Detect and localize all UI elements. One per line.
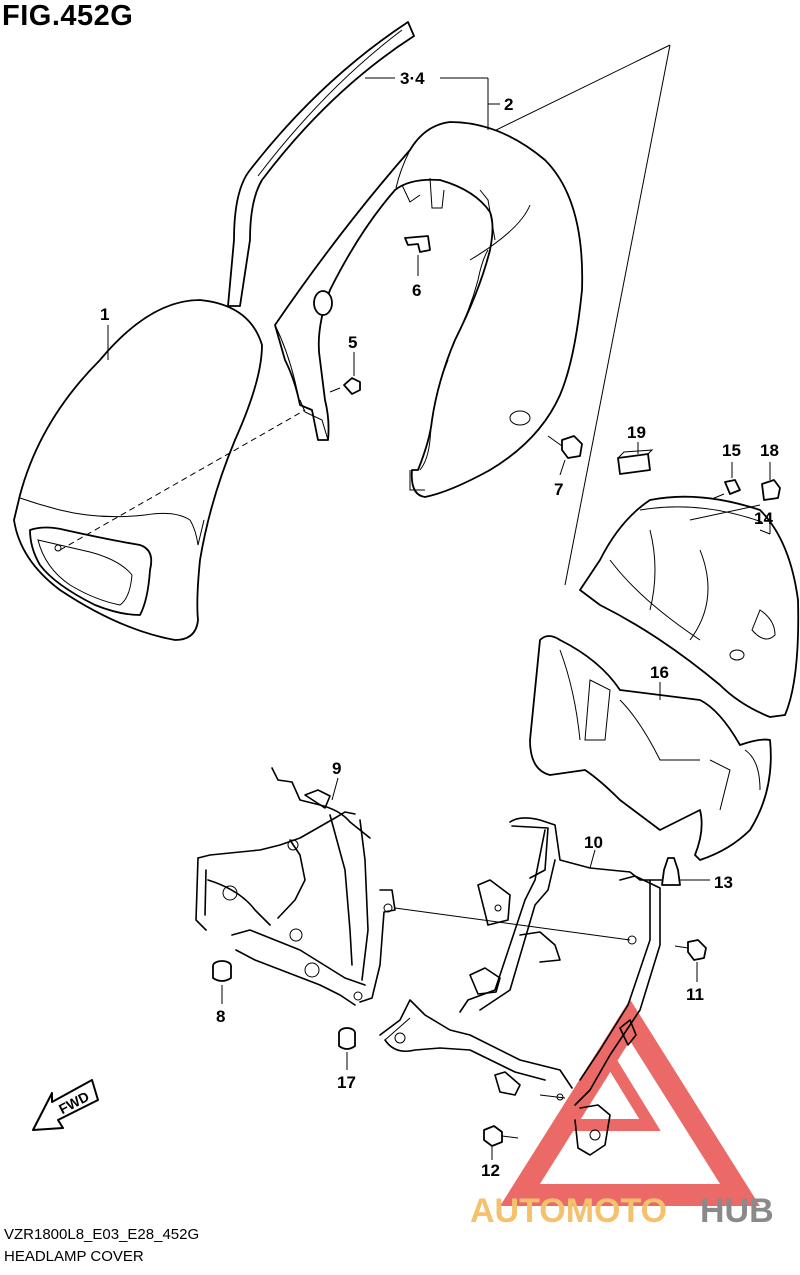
callout-8: 8 bbox=[216, 1007, 225, 1026]
fwd-direction-arrow: FWD bbox=[32, 1079, 99, 1131]
bracket-part-10 bbox=[379, 817, 663, 1156]
callout-6: 6 bbox=[412, 281, 421, 300]
callout-1: 1 bbox=[100, 305, 109, 324]
nut-part-18 bbox=[761, 462, 781, 501]
headlamp-cover-part-2 bbox=[274, 121, 584, 498]
bolt-part-7 bbox=[547, 435, 583, 476]
callout-3-4: 3·4 bbox=[400, 69, 425, 88]
callout-10: 10 bbox=[584, 833, 603, 852]
callout-9: 9 bbox=[332, 759, 341, 778]
rubber-cap-part-8 bbox=[212, 960, 232, 1004]
callout-5: 5 bbox=[348, 333, 357, 352]
headlamp-housing-part-1 bbox=[13, 299, 263, 641]
inner-panel-part-14 bbox=[579, 495, 800, 718]
callout-19: 19 bbox=[627, 423, 646, 442]
figure-title: FIG.452G bbox=[2, 0, 134, 32]
callout-2: 2 bbox=[504, 95, 513, 114]
figure-caption: HEADLAMP COVER bbox=[4, 1248, 144, 1265]
watermark-text-hub: HUB bbox=[700, 1192, 774, 1230]
callout-13: 13 bbox=[714, 873, 733, 892]
bolt-part-11 bbox=[674, 939, 707, 982]
watermark-text: AUTOMOTO HUB bbox=[470, 1192, 774, 1230]
callout-17: 17 bbox=[337, 1073, 356, 1092]
rubber-part-13 bbox=[661, 857, 710, 886]
callout-15: 15 bbox=[722, 441, 741, 460]
bolt-part-12 bbox=[483, 1125, 519, 1160]
callout-7: 7 bbox=[554, 480, 563, 499]
rubber-part-17 bbox=[338, 1027, 356, 1070]
watermark-logo bbox=[500, 999, 760, 1206]
pad-part-19 bbox=[617, 449, 654, 475]
callout-12: 12 bbox=[481, 1161, 500, 1180]
callout-11: 11 bbox=[686, 985, 704, 1004]
screw-part-5 bbox=[329, 352, 361, 395]
watermark-text-automoto: AUTOMOTO bbox=[470, 1192, 667, 1230]
inner-lower-panel-part-16 bbox=[529, 635, 772, 861]
callout-16: 16 bbox=[650, 663, 669, 682]
callout-18: 18 bbox=[760, 441, 779, 460]
figure-code: VZR1800L8_E03_E28_452G bbox=[4, 1226, 200, 1243]
callout-leaders bbox=[107, 77, 639, 454]
callout-numbers: 1 2 3·4 5 6 7 8 9 10 11 12 13 14 15 16 1… bbox=[100, 69, 779, 1180]
callout-14: 14 bbox=[754, 509, 773, 528]
trim-strip-part-3-4 bbox=[227, 21, 415, 307]
bracket-part-9 bbox=[195, 767, 396, 1006]
clip-part-6 bbox=[404, 235, 431, 276]
